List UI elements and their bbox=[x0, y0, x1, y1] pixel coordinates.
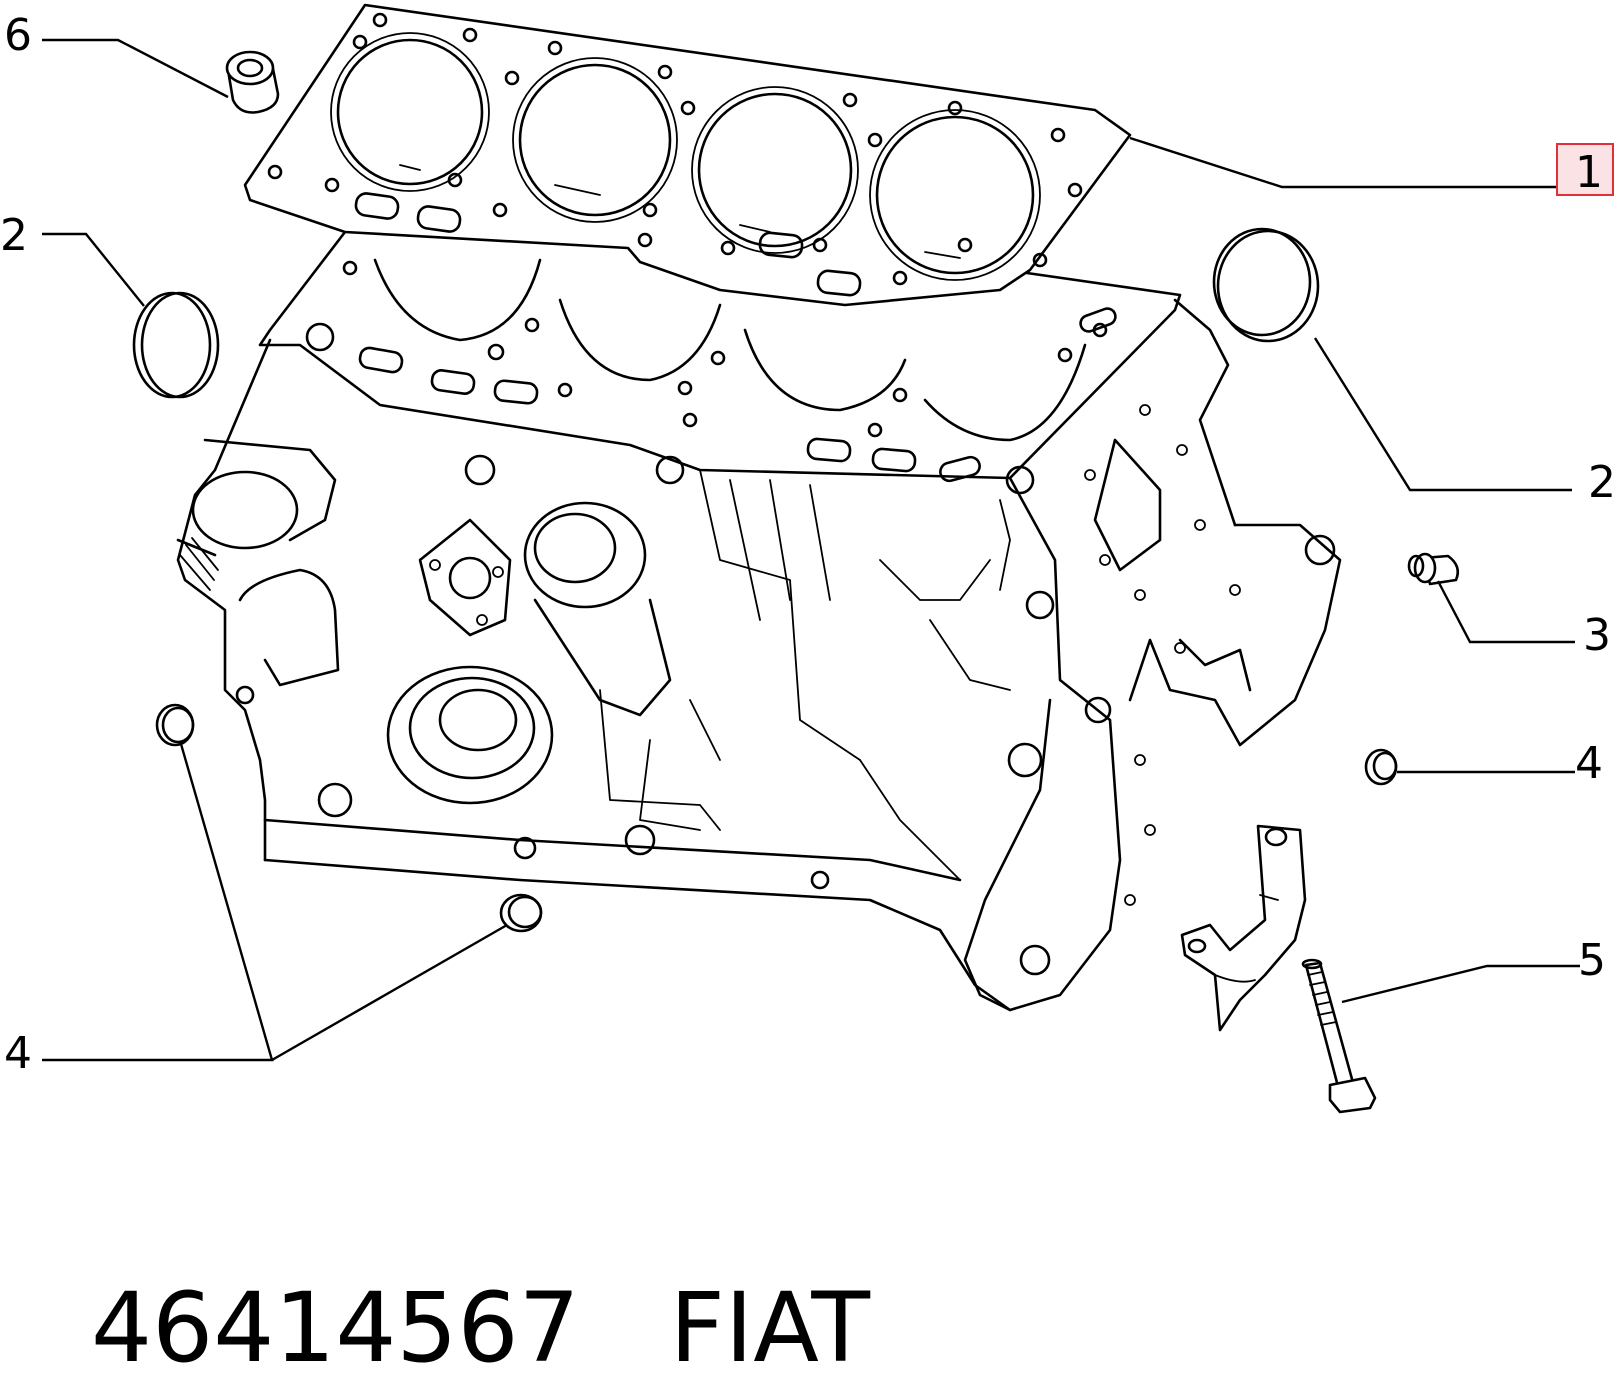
expansion-plug-part-4-a bbox=[155, 703, 195, 747]
callout-labels: 6 1 2 2 3 4 5 4 bbox=[0, 10, 1616, 1079]
callout-6: 6 bbox=[4, 10, 32, 61]
footer-caption: 46414567 FIAT bbox=[30, 1160, 870, 1384]
callout-1-highlight-box bbox=[1556, 143, 1614, 196]
leader-4-left-a bbox=[42, 743, 274, 1062]
callout-1: 1 bbox=[1575, 147, 1603, 198]
leader-lines bbox=[42, 38, 1580, 1062]
dowel-part-3 bbox=[1407, 552, 1460, 586]
callout-2-left: 2 bbox=[0, 210, 28, 261]
leader-2-left bbox=[42, 232, 145, 307]
leader-2-right bbox=[1313, 337, 1572, 492]
callout-4-left: 4 bbox=[4, 1028, 32, 1079]
callout-3: 3 bbox=[1583, 610, 1611, 661]
leader-1 bbox=[1129, 136, 1568, 189]
expansion-plug-part-4-b bbox=[499, 893, 543, 933]
leader-3 bbox=[1436, 580, 1575, 644]
callout-4-right: 4 bbox=[1575, 738, 1603, 789]
cylinder-head-gasket bbox=[243, 3, 1132, 307]
engine-block bbox=[176, 230, 1342, 1012]
leader-4-left-b bbox=[271, 923, 508, 1062]
bolt-part-5 bbox=[1301, 958, 1377, 1114]
brand-name: FIAT bbox=[669, 1272, 871, 1384]
core-plug-right-part-2 bbox=[1212, 227, 1320, 343]
expansion-plug-part-4-c bbox=[1364, 748, 1398, 786]
exploded-parts-diagram: 6 1 2 2 3 4 5 4 bbox=[0, 3, 1616, 1114]
part-number: 46414567 bbox=[91, 1272, 580, 1384]
dowel-sleeve-part-6 bbox=[225, 50, 280, 114]
core-plug-left-part-2 bbox=[132, 291, 220, 399]
main-bearing-cap bbox=[1180, 824, 1307, 1032]
leader-5 bbox=[1341, 964, 1580, 1004]
leader-6 bbox=[42, 38, 229, 99]
callout-5: 5 bbox=[1578, 935, 1606, 986]
callout-2-right: 2 bbox=[1588, 457, 1616, 508]
